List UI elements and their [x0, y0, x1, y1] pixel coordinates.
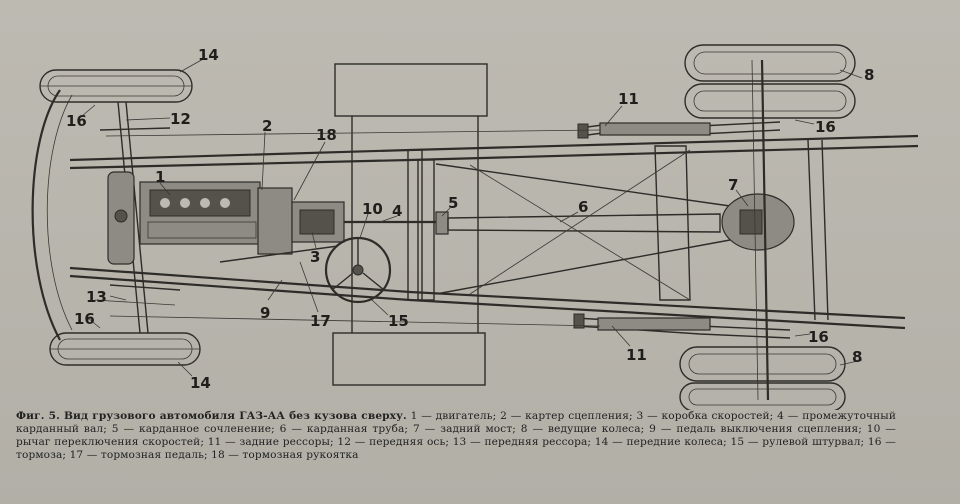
torque-tube: [447, 213, 721, 233]
label-brake-front-bottom: 16: [74, 310, 95, 328]
label-drive-wheel-top: 8: [864, 66, 874, 84]
figure-caption: Фиг. 5. Вид грузового автомобиля ГАЗ-АА …: [16, 410, 896, 462]
rear-wheel-bottom: [679, 346, 846, 410]
universal-joint: [435, 211, 449, 235]
label-clutch-housing: 2: [262, 117, 272, 135]
label-gearbox: 3: [310, 248, 320, 266]
label-engine: 1: [155, 168, 165, 186]
label-rear-spring-top: 11: [618, 90, 639, 108]
label-rear-spring-bottom: 11: [626, 346, 647, 364]
rear-wheel-top: [684, 44, 856, 119]
label-rear-axle: 7: [728, 176, 738, 194]
label-handbrake: 18: [316, 126, 337, 144]
rear-axle: [721, 59, 795, 401]
frame-rail-top: [69, 134, 919, 162]
label-front-spring: 13: [86, 288, 107, 306]
label-intermediate-shaft: 4: [392, 202, 402, 220]
caption-text: 1 — двигатель; 2 — картер сцепления; 3 —…: [16, 410, 896, 461]
label-torque-tube: 6: [578, 198, 588, 216]
chassis-drawing: 1 2 3 4 5 6 7 8 8 9 10 11 11 12 13 14 14…: [31, 44, 919, 410]
label-brake-pedal: 17: [310, 312, 331, 330]
seat-board-bottom: [332, 332, 486, 386]
frame-rail-bottom: [69, 266, 906, 320]
label-front-wheel-bottom: 14: [190, 374, 211, 392]
label-steering-wheel: 15: [388, 312, 409, 330]
label-front-wheel-top: 14: [198, 46, 219, 64]
caption-title: Фиг. 5. Вид грузового автомобиля ГАЗ-АА …: [16, 410, 407, 422]
label-brake-rear-bottom: 16: [808, 328, 829, 346]
label-drive-wheel-bottom: 8: [852, 348, 862, 366]
label-clutch-pedal: 9: [260, 304, 270, 322]
rear-spring-top: [577, 121, 781, 139]
label-universal-joint: 5: [448, 194, 458, 212]
label-front-axle: 12: [170, 110, 191, 128]
seat-board-top: [334, 63, 488, 117]
front-bumper: [31, 89, 61, 341]
front-wheel-bottom: [49, 332, 201, 366]
label-brake-rear-top: 16: [815, 118, 836, 136]
label-brake-front-top: 16: [66, 112, 87, 130]
clutch-housing: [257, 187, 293, 255]
rear-spring-bottom: [573, 313, 791, 339]
front-wheel-top: [39, 69, 193, 103]
steering-wheel: [219, 236, 392, 304]
label-gear-lever: 10: [362, 200, 383, 218]
engine: [139, 181, 261, 245]
